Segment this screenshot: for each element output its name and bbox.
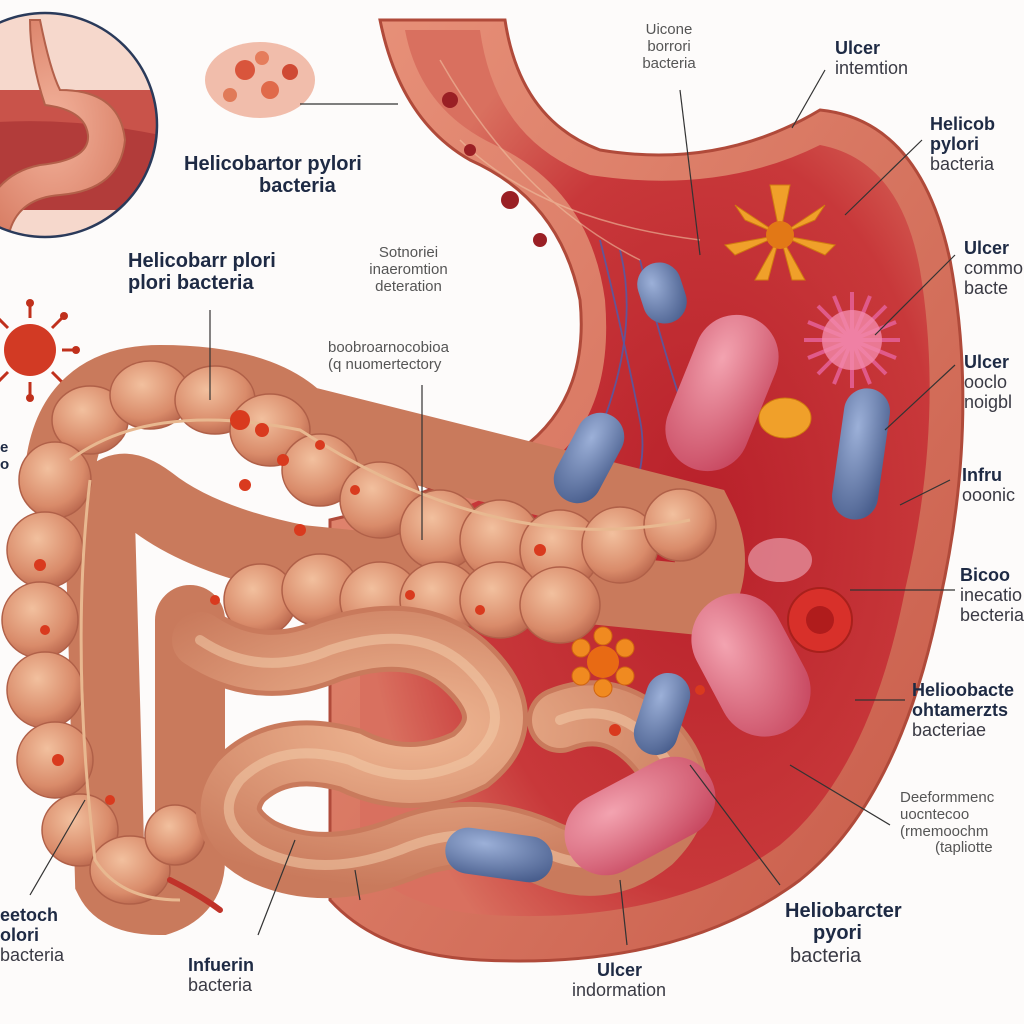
label-bottom-right: Heliobarcter pyori bacteria [785,900,902,967]
label-bottom-center: Ulcer indormation [572,960,666,1000]
label-line: Ulcer [835,38,881,58]
label-line: Deeformmenc [900,789,995,806]
label-line: intemtion [835,58,909,79]
label-line: (tapliotte [935,839,993,857]
label-top-center: Uicone borrori bacteria [625,21,713,72]
inset-magnification [0,11,159,239]
label-line: bacteria [642,54,696,72]
label-line: o [0,455,10,473]
label-line: Sotnoriei [378,244,439,261]
label-line: Ulcer [964,238,1010,258]
label-right-7: Deeformmenc uocntecoo (rmemoochm (taplio… [900,789,995,857]
label-line: olori [0,925,39,946]
label-line: bacteria [790,944,862,967]
label-line: Infuerin [188,955,254,975]
label-top-right-ulcer: Ulcer intemtion [835,38,908,78]
label-line: bacteria [188,975,253,996]
label-line: e [0,439,9,456]
inflammation-flower-pink [804,292,900,388]
bacteria-disk-red [748,538,853,653]
label-right-5: Bicoo inecatio becteria [960,565,1024,625]
label-line: bacte [964,278,1009,299]
label-right-6: Helioobacte ohtamerzts bacteriae [912,680,1014,740]
label-line: bacteria [259,175,336,198]
leader-lines [29,69,956,946]
label-line: Helioobacte [912,680,1015,700]
label-line: uocntecoo [900,805,970,823]
label-line: borrori [647,37,691,55]
label-line: eetoch [0,905,59,925]
label-line: Ulcer [964,352,1010,372]
label-inset-caption: Helicobartor pylori bacteria [184,153,362,198]
label-line: (rmemoochm [900,822,989,840]
label-line: Bicoo [960,565,1011,585]
label-right-4: Infru ooonic [962,465,1015,505]
ulcer-spots [34,410,705,865]
label-far-left-mid: e o [0,439,10,474]
label-line: becteria [960,605,1024,626]
label-center-mid: boobroarnocobioa (q nuomertectory [328,339,449,374]
label-right-1: Helicob pylori bacteria [930,114,995,174]
bacteria-cluster-icon [205,42,315,118]
bacteria-rod-pink [564,314,811,876]
label-line: ooonic [962,485,1016,506]
label-line: Heliobarcter [785,900,902,922]
label-line: Helicob [930,114,996,134]
label-right-2: Ulcer commo bacte [964,238,1023,298]
label-line: pyori [813,922,862,945]
label-center-upper: Sotnoriei inaeromtion deteration [336,244,481,295]
label-line: ooclo [964,372,1008,393]
label-line: inaeromtion [369,260,448,278]
label-line: commo [964,258,1024,279]
label-line: inecatio [960,585,1023,606]
inflammation-flower-orange [571,184,837,698]
label-left: Helicobarr plori plori bacteria [128,250,276,295]
label-line: Helicobartor pylori [184,153,362,175]
label-line: pylori [930,134,980,155]
label-line: Ulcer [597,960,643,980]
label-line: bacteriae [912,720,987,741]
label-line: boobroarnocobioa [328,339,449,356]
label-line: ohtamerzts [912,700,1009,721]
label-line: (q nuomertectory [328,355,442,373]
label-line: indormation [572,980,667,1001]
label-line: Helicobarr plori [128,250,276,272]
label-bottom-left: Infuerin bacteria [188,955,254,995]
label-right-3: Ulcer ooclo noigbl [964,352,1012,412]
label-line: plori bacteria [128,272,254,295]
label-line: Infru [962,465,1002,485]
large-intestine [1,344,745,936]
label-line: deteration [375,277,442,295]
label-line: noigbl [964,392,1013,413]
label-line: Uicone [645,21,693,38]
bacteria-rod-blue [445,262,890,883]
label-line: bacteria [930,154,995,175]
label-far-left-bottom: eetoch olori bacteria [0,905,64,965]
label-line: bacteria [0,945,65,966]
